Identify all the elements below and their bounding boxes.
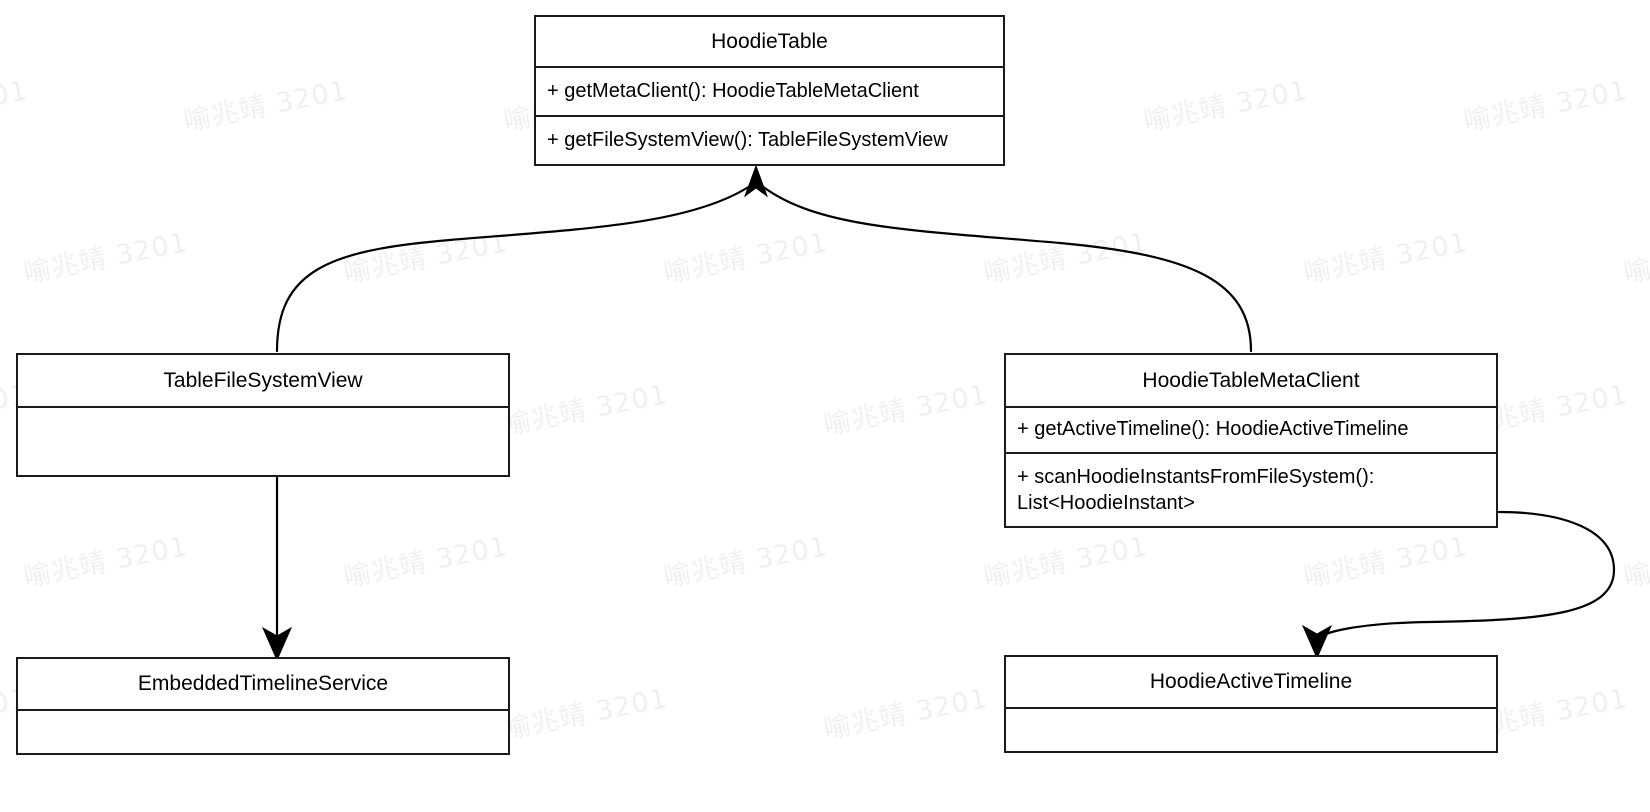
class-box-table-file-system-view[interactable]: TableFileSystemView bbox=[16, 353, 510, 477]
class-member-row-empty bbox=[1006, 707, 1496, 752]
class-box-hoodie-table[interactable]: HoodieTable + getMetaClient(): HoodieTab… bbox=[534, 15, 1005, 166]
arrowhead-into-hoodie-active-timeline bbox=[1301, 624, 1333, 660]
watermark-text: 喻兆靖 3201 bbox=[821, 683, 991, 746]
watermark-text: 喻兆靖 3201 bbox=[1621, 227, 1650, 290]
member-get-file-system-view: + getFileSystemView(): TableFileSystemVi… bbox=[547, 128, 948, 151]
watermark-text: 喻兆靖 3201 bbox=[501, 379, 671, 442]
watermark-text: 喻兆靖 3201 bbox=[981, 227, 1151, 290]
watermark-text: 喻兆靖 3201 bbox=[1301, 227, 1471, 290]
watermark-text: 喻兆靖 3201 bbox=[501, 683, 671, 746]
class-name-hoodie-table: HoodieTable bbox=[711, 29, 828, 53]
class-member-row: + getMetaClient(): HoodieTableMetaClient bbox=[536, 66, 1003, 115]
member-scan-hoodie-instants-from-file-system: + scanHoodieInstantsFromFileSystem(): Li… bbox=[1017, 465, 1375, 514]
watermark-text: 喻兆靖 3201 bbox=[1461, 75, 1631, 138]
watermark-text: 喻兆靖 3201 bbox=[21, 227, 191, 290]
watermark-text: 喻兆靖 3201 bbox=[181, 75, 351, 138]
arrowhead-into-embedded-timeline-service bbox=[261, 626, 293, 662]
watermark-text: 喻兆靖 3201 bbox=[341, 531, 511, 594]
watermark-text: 喻兆靖 3201 bbox=[1621, 531, 1650, 594]
watermark-text: 喻兆靖 3201 bbox=[0, 75, 31, 137]
watermark-text: 喻兆靖 3201 bbox=[661, 531, 831, 594]
class-member-row-empty bbox=[18, 709, 508, 754]
watermark-text: 喻兆靖 3201 bbox=[341, 227, 511, 290]
watermark-text: 喻兆靖 3201 bbox=[821, 379, 991, 442]
class-member-row: + getActiveTimeline(): HoodieActiveTimel… bbox=[1006, 406, 1496, 452]
member-get-meta-client: + getMetaClient(): HoodieTableMetaClient bbox=[547, 79, 919, 102]
watermark-text: 喻兆靖 3201 bbox=[1141, 75, 1311, 138]
arrowhead-into-hoodie-table bbox=[743, 164, 769, 198]
edge-tablefilesystemview-to-hoodietable bbox=[275, 184, 752, 353]
edge-hoodietablemetaclient-to-hoodieactivetimeline bbox=[1315, 510, 1616, 642]
watermark-text: 喻兆靖 3201 bbox=[1301, 531, 1471, 594]
class-box-hoodie-active-timeline[interactable]: HoodieActiveTimeline bbox=[1004, 655, 1498, 753]
watermark-text: 喻兆靖 3201 bbox=[981, 531, 1151, 594]
watermark-text: 喻兆靖 3201 bbox=[21, 531, 191, 594]
class-name-hoodie-table-meta-client: HoodieTableMetaClient bbox=[1142, 368, 1360, 392]
class-box-embedded-timeline-service[interactable]: EmbeddedTimelineService bbox=[16, 657, 510, 755]
class-member-row-empty bbox=[18, 406, 508, 476]
class-name-hoodie-active-timeline: HoodieActiveTimeline bbox=[1149, 670, 1353, 694]
edge-hoodietablemetaclient-to-hoodietable bbox=[760, 184, 1253, 353]
class-name-embedded-timeline-service: EmbeddedTimelineService bbox=[137, 672, 389, 696]
watermark-text: 喻兆靖 3201 bbox=[661, 227, 831, 290]
class-member-row: + getFileSystemView(): TableFileSystemVi… bbox=[536, 115, 1003, 164]
member-get-active-timeline: + getActiveTimeline(): HoodieActiveTimel… bbox=[1017, 418, 1409, 441]
class-box-hoodie-table-meta-client[interactable]: HoodieTableMetaClient + getActiveTimelin… bbox=[1004, 353, 1498, 528]
class-name-table-file-system-view: TableFileSystemView bbox=[163, 368, 363, 392]
class-member-row: + scanHoodieInstantsFromFileSystem(): Li… bbox=[1006, 452, 1496, 527]
